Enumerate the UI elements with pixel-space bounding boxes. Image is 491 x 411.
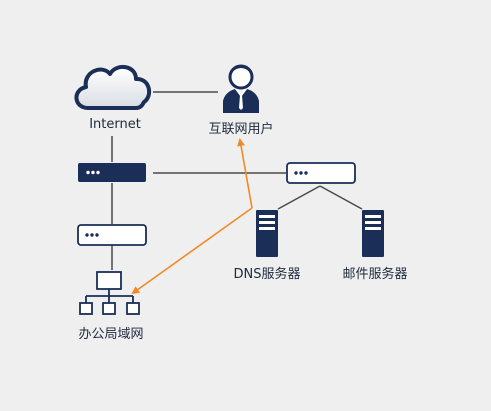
user-icon xyxy=(223,64,259,113)
core-switch-icon xyxy=(78,163,146,182)
lan-icon xyxy=(79,271,140,315)
firewall-icon xyxy=(286,162,356,184)
office-lan-label: 办公局域网 xyxy=(78,327,144,342)
dns-server-icon xyxy=(256,210,278,257)
link-firewall-mail xyxy=(319,185,363,210)
mail-server-icon xyxy=(362,210,384,257)
traffic-arrows xyxy=(131,138,253,295)
internet-user-label: 互联网用户 xyxy=(208,122,274,137)
connector-lines xyxy=(111,91,363,270)
mail-server-label: 邮件服务器 xyxy=(342,267,408,282)
arrow-dns-to-user xyxy=(237,138,253,209)
cloud-icon xyxy=(74,65,152,110)
dns-server-label: DNS服务器 xyxy=(233,267,301,282)
link-firewall-dns xyxy=(277,185,321,210)
arrow-dns-to-lan xyxy=(131,207,253,295)
router-icon xyxy=(77,224,147,246)
internet-label: Internet xyxy=(89,117,141,132)
